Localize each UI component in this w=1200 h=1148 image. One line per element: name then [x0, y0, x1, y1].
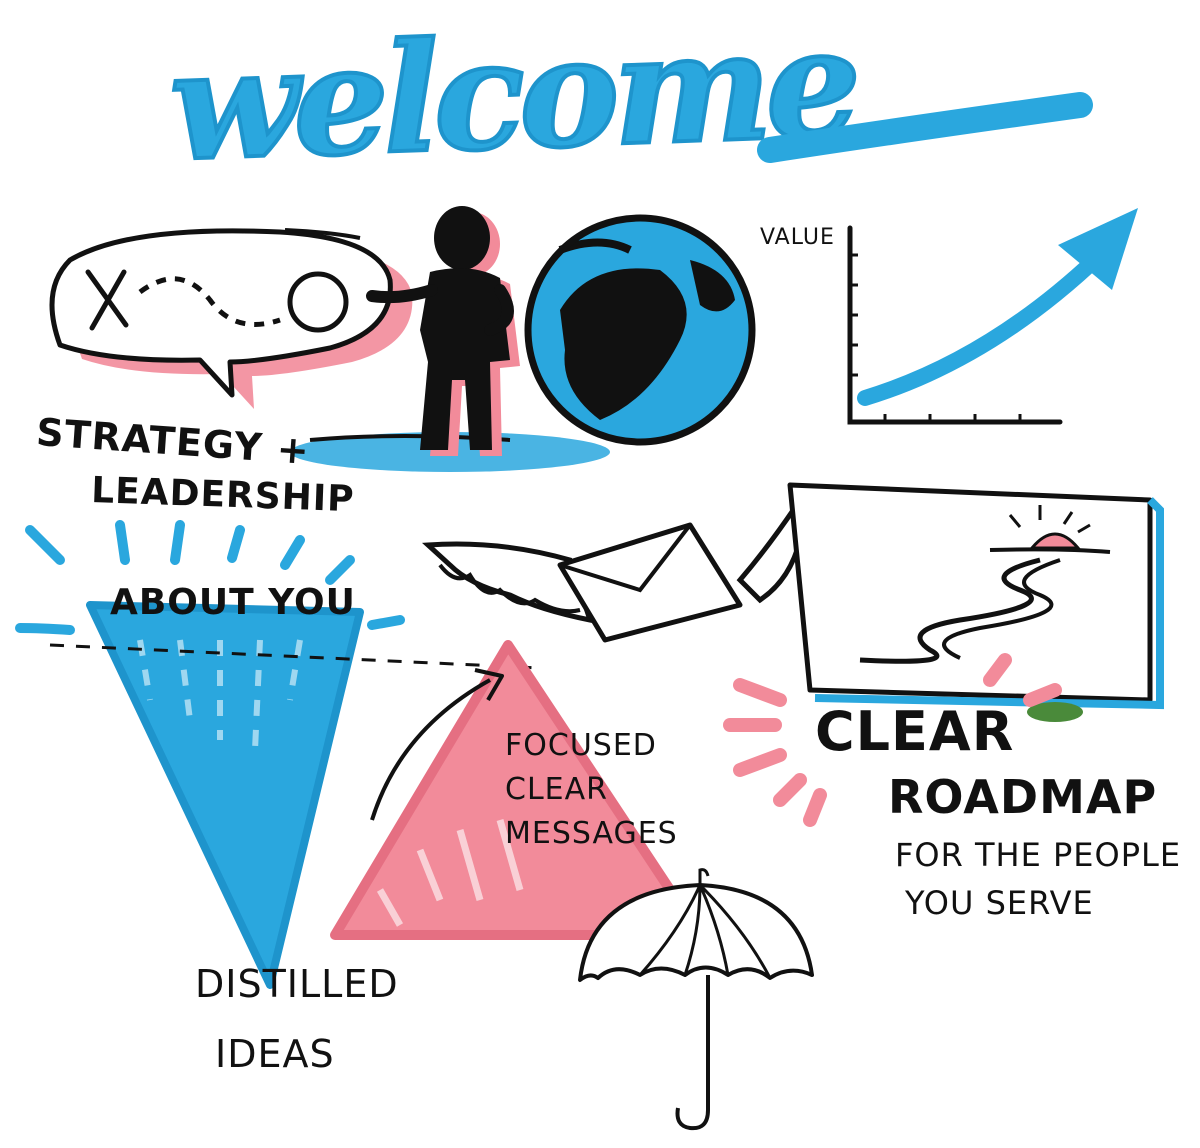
focused-label-line3: MESSAGES [505, 816, 678, 851]
clear-label: CLEAR [815, 700, 1015, 763]
winged-envelope-icon [421, 491, 803, 643]
roadmap-label: ROADMAP [888, 770, 1158, 824]
pyramid-icon [330, 640, 705, 940]
speech-bubble-icon [49, 228, 413, 409]
globe-icon [524, 214, 756, 446]
about-you-label: ABOUT YOU [110, 582, 356, 623]
value-growth-chart-icon [847, 208, 1138, 425]
pink-rays-decoration [723, 653, 1062, 827]
focused-label-line2: CLEAR [505, 772, 608, 807]
landscape-road-picture-icon [787, 482, 1164, 722]
umbrella-icon [578, 868, 814, 1131]
focused-label-line1: FOCUSED [505, 728, 657, 763]
people-label-line2: YOU SERVE [905, 884, 1094, 922]
value-axis-label: VALUE [760, 225, 835, 250]
people-label-line1: FOR THE PEOPLE [895, 836, 1182, 874]
distilled-label-line2: IDEAS [215, 1032, 335, 1076]
distilled-label-line1: DISTILLED [195, 962, 399, 1006]
funnel-icon [15, 520, 541, 989]
person-silhouette-icon [290, 206, 610, 472]
